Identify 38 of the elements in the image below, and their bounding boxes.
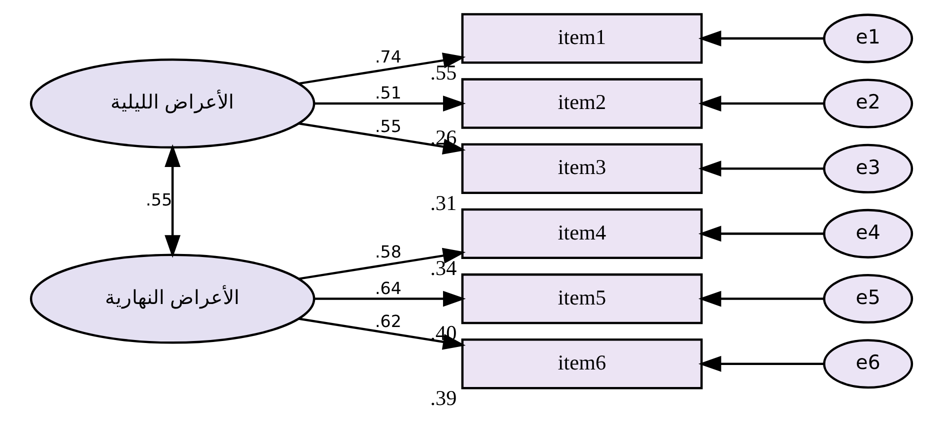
arrow [698, 96, 824, 112]
edge-label: .74 [375, 47, 402, 66]
edge-label: .64 [375, 278, 402, 298]
node-box: item2 [461, 78, 703, 129]
node-label: .34 [430, 256, 457, 280]
arrow [698, 226, 824, 242]
node-box: item1 [461, 13, 703, 64]
node-label: .39 [430, 386, 457, 410]
node-label: .55 [430, 60, 457, 85]
arrow [698, 160, 824, 177]
arrow [698, 356, 824, 372]
arrow [298, 318, 466, 350]
arrow [298, 248, 466, 280]
node-ellipse: e3 [823, 144, 914, 194]
node-box: item4 [461, 208, 703, 260]
arrow [698, 290, 824, 307]
node-ellipse: e5 [823, 274, 914, 324]
node-box: item3 [461, 143, 703, 194]
edge-label: .55 [375, 116, 402, 136]
node-ellipse: الأعراض الليلية [30, 58, 316, 149]
edge-label: .51 [375, 84, 402, 103]
edge-label: .58 [375, 242, 402, 262]
arrow [698, 30, 824, 46]
arrow [314, 96, 466, 112]
edge-label: .55 [146, 190, 172, 210]
node-label: .31 [430, 190, 457, 215]
node-ellipse: e4 [823, 208, 914, 258]
arrow [298, 122, 466, 154]
edge-label: .62 [375, 312, 402, 332]
node-ellipse: e1 [823, 14, 914, 64]
arrow [298, 52, 466, 85]
arrow [314, 290, 466, 307]
node-box: item5 [461, 273, 703, 324]
node-ellipse: e6 [823, 339, 914, 389]
node-ellipse: e2 [823, 78, 914, 128]
node-ellipse: الأعراض النهارية [30, 254, 316, 344]
arrow [164, 144, 181, 258]
node-box: item6 [461, 338, 703, 390]
